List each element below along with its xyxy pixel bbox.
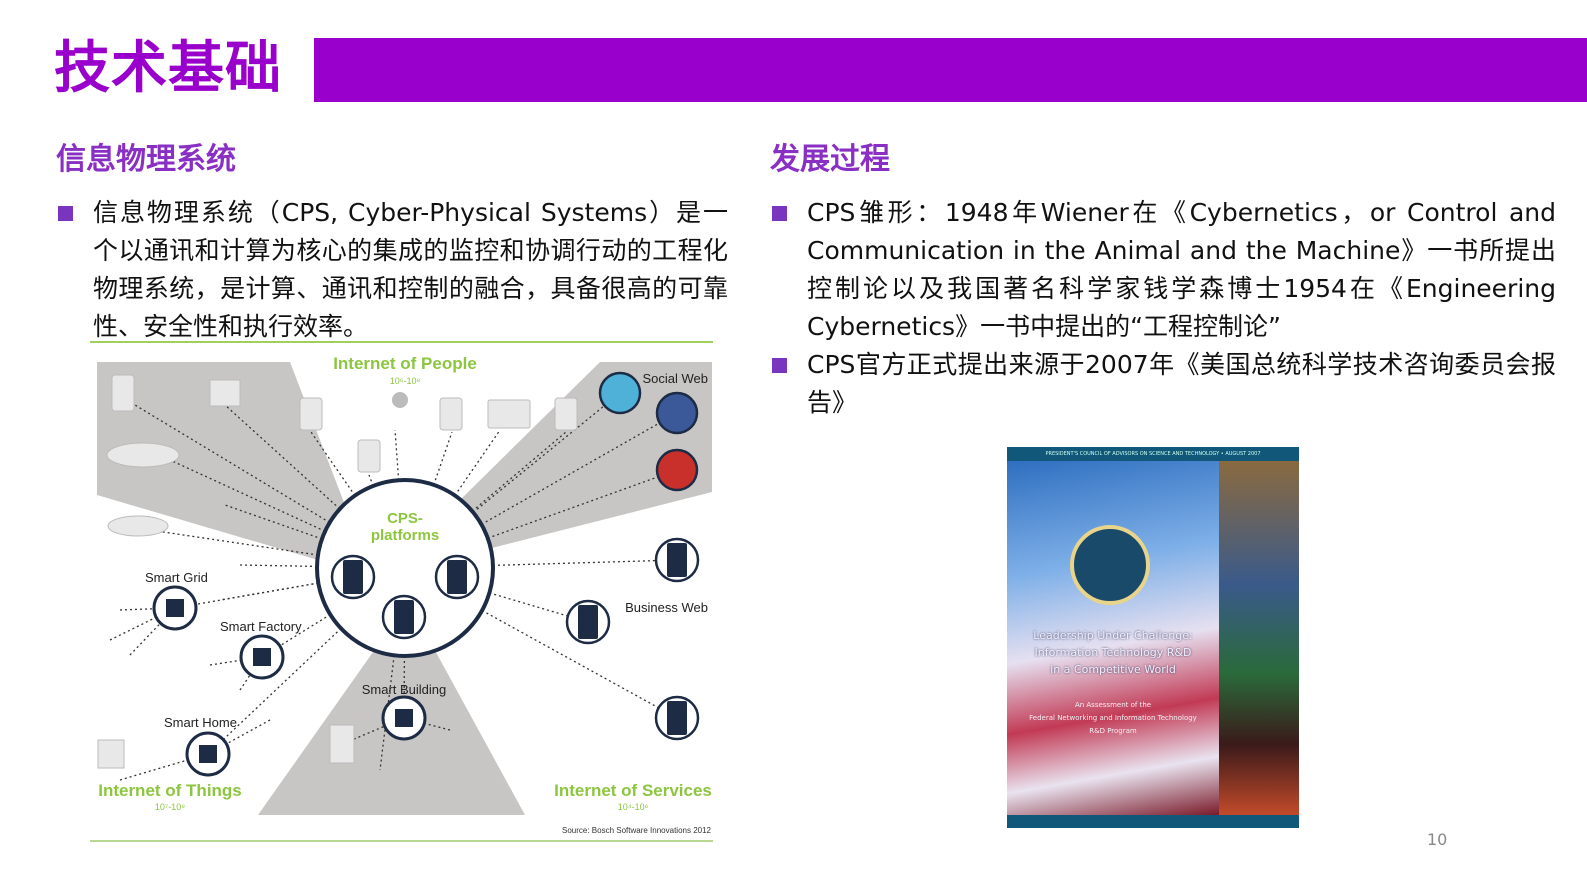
cover-subtitle: An Assessment of the Federal Networking … — [1007, 699, 1219, 738]
car-icon — [107, 515, 169, 537]
door-icon — [329, 724, 355, 764]
cover-title-line: in a Competitive World — [1050, 663, 1176, 676]
cover-title-line: Information Technology R&D — [1034, 646, 1192, 659]
wedge-people-things — [97, 362, 345, 560]
car-icon — [106, 442, 180, 468]
internet-of-services-label: Internet of Services — [554, 781, 712, 800]
dotted-connection — [394, 429, 400, 481]
dotted-connection — [471, 431, 567, 512]
social-web-label: Social Web — [642, 371, 708, 386]
report-cover-image: PRESIDENT'S COUNCIL OF ADVISORS ON SCIEN… — [1007, 447, 1299, 828]
dotted-connection — [219, 582, 319, 601]
smart-building-label: Smart Building — [362, 682, 447, 697]
cover-subtitle-line: R&D Program — [1089, 727, 1137, 735]
bullet-text: CPS雏形：1948年Wiener在《Cybernetics，or Contro… — [807, 198, 1556, 341]
server-icons — [330, 537, 700, 741]
puzzle-collage — [1219, 461, 1299, 815]
internet-of-things-label: Internet of Things — [98, 781, 242, 800]
dotted-connection — [174, 582, 319, 609]
right-heading: 发展过程 — [770, 142, 890, 177]
phone-icon — [439, 397, 463, 431]
internet-of-people-label: Internet of People — [333, 354, 477, 373]
source-note: Source: Bosch Software Innovations 2012 — [562, 826, 712, 835]
google-plus-icon — [655, 448, 699, 492]
cover-subtitle-line: Federal Networking and Information Techn… — [1029, 714, 1197, 722]
building-icon — [395, 709, 413, 727]
house-icon — [199, 745, 217, 763]
bullet-square-icon — [772, 206, 787, 221]
bullet-text: 信息物理系统（CPS, Cyber-Physical Systems）是一个以通… — [93, 198, 728, 341]
smart-home-label: Smart Home — [164, 715, 237, 730]
cps-platform-circle — [315, 478, 495, 658]
dotted-connection — [472, 392, 621, 513]
dotted-connection — [239, 656, 263, 691]
page-number: 10 — [1427, 830, 1448, 849]
wedge-social — [460, 362, 712, 548]
dotted-connection — [129, 607, 176, 656]
ios-range: 10⁴-10⁶ — [618, 802, 649, 812]
phone-icon — [357, 439, 381, 473]
smart-factory-label: Smart Factory — [220, 619, 302, 634]
dotted-connection — [261, 613, 331, 658]
right-column: CPS雏形：1948年Wiener在《Cybernetics，or Contro… — [770, 194, 1556, 422]
dotted-connection — [224, 504, 323, 540]
cps-diagram: CPS- platforms Internet of People 10⁶-10… — [90, 341, 713, 842]
dotted-connection — [481, 609, 678, 719]
cover-title-line: Leadership Under Challenge: — [1033, 629, 1193, 642]
laptop-icon — [487, 399, 531, 429]
server-icon — [578, 605, 598, 639]
people-icon — [392, 392, 408, 408]
cover-title: Leadership Under Challenge: Information … — [1007, 627, 1219, 678]
left-heading: 信息物理系统 — [56, 142, 236, 177]
title-bar — [314, 38, 1587, 102]
iop-range: 10⁶-10⁸ — [390, 376, 421, 386]
dotted-connection — [149, 529, 319, 556]
bullet-item: CPS雏形：1948年Wiener在《Cybernetics，or Contro… — [770, 194, 1556, 346]
presidential-seal — [1070, 525, 1150, 605]
dotted-connection — [207, 719, 271, 755]
slide-title: 技术基础 — [54, 36, 282, 101]
iot-range: 10⁷-10⁹ — [155, 802, 185, 812]
bullet-item: 信息物理系统（CPS, Cyber-Physical Systems）是一个以通… — [56, 194, 728, 346]
factory-icon — [253, 648, 271, 666]
server-icon — [667, 701, 687, 735]
phone-icon — [299, 397, 323, 431]
cps-label-1: CPS- — [387, 510, 423, 527]
server-icon — [394, 600, 414, 634]
dotted-connection — [487, 469, 678, 539]
dotted-connection — [454, 429, 501, 496]
cps-diagram-svg: CPS- platforms Internet of People 10⁶-10… — [97, 354, 712, 835]
server-icon — [447, 560, 467, 594]
dotted-connection — [239, 564, 318, 568]
facebook-icon — [655, 391, 699, 435]
cover-top-line: PRESIDENT'S COUNCIL OF ADVISORS ON SCIEN… — [1045, 451, 1261, 457]
phone-icon — [111, 374, 135, 412]
medical-icon — [209, 379, 241, 407]
twitter-icon — [598, 371, 642, 415]
cps-label-2: platforms — [371, 527, 439, 544]
bullet-square-icon — [772, 358, 787, 373]
phone-icon — [554, 397, 578, 431]
left-column: 信息物理系统（CPS, Cyber-Physical Systems）是一个以通… — [56, 194, 728, 346]
dotted-connection — [492, 559, 678, 567]
dotted-connection — [169, 459, 326, 532]
dotted-connection — [207, 627, 342, 755]
business-web-label: Business Web — [625, 600, 708, 615]
flag-background — [1007, 461, 1219, 815]
washer-icon — [97, 739, 125, 769]
dotted-connection — [209, 656, 263, 666]
plug-icon — [166, 599, 184, 617]
cover-subtitle-line: An Assessment of the — [1074, 701, 1152, 709]
bullet-text: CPS官方正式提出来源于2007年《美国总统科学技术咨询委员会报告》 — [807, 350, 1556, 417]
bullet-square-icon — [58, 206, 73, 221]
dotted-connection — [433, 431, 453, 486]
bullet-item: CPS官方正式提出来源于2007年《美国总统科学技术咨询委员会报告》 — [770, 346, 1556, 422]
server-icon — [343, 560, 363, 594]
server-icon — [667, 543, 687, 577]
hub-icons — [152, 585, 427, 777]
dotted-connection — [224, 404, 341, 510]
smart-grid-label: Smart Grid — [145, 570, 208, 585]
dotted-connection — [379, 655, 395, 771]
